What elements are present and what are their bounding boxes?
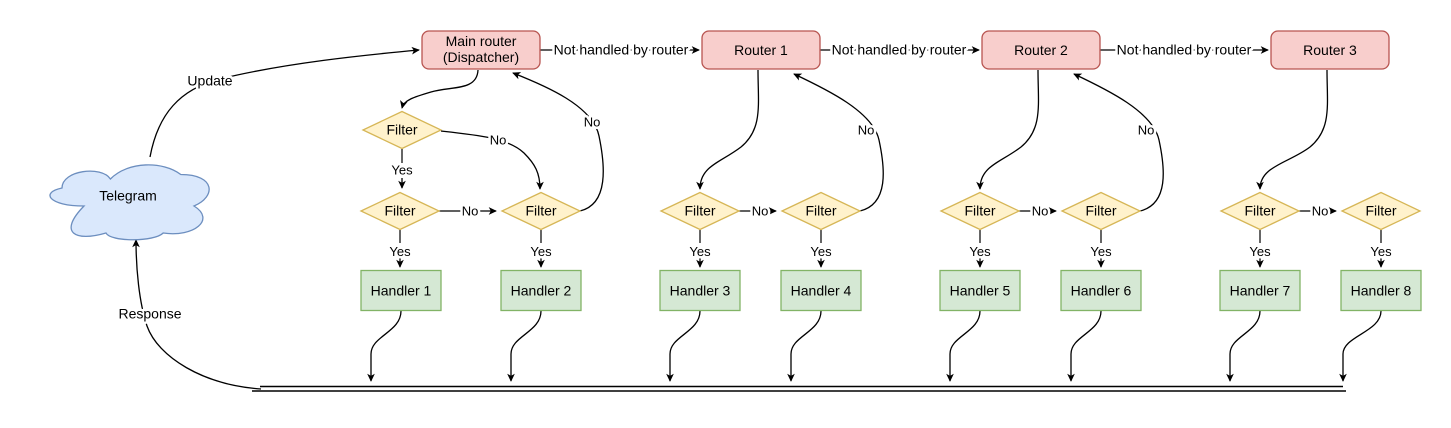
telegram-label: Telegram xyxy=(99,188,157,204)
handler-5-label: Handler 5 xyxy=(950,283,1011,299)
edge-update xyxy=(149,46,420,158)
edge-handler3-to-bus xyxy=(666,310,701,382)
router-3-label: Router 3 xyxy=(1303,42,1357,58)
yes-label: Yes xyxy=(391,163,413,178)
edge-dispatcher-to-filter xyxy=(400,69,479,109)
edge-handler7-to-bus xyxy=(1226,310,1261,382)
edge-return-no-router2 xyxy=(1073,73,1164,212)
node-router-1 xyxy=(701,30,821,70)
filter-label: Filter xyxy=(386,122,417,138)
edge-handler6-to-bus xyxy=(1067,310,1102,382)
not-handled-label-2: Not handled by router xyxy=(832,42,967,58)
router-2-label: Router 2 xyxy=(1014,42,1068,58)
filter-diamond xyxy=(359,191,441,231)
node-handler-8 xyxy=(1340,269,1422,312)
node-handler-2 xyxy=(500,269,582,312)
filter-label: Filter xyxy=(964,203,995,219)
edge-response xyxy=(132,239,262,390)
router-1-label: Router 1 xyxy=(734,42,788,58)
edge-return-no-dispatcher xyxy=(512,72,604,212)
yes-label: Yes xyxy=(810,244,832,259)
node-handler-1 xyxy=(360,269,442,312)
filter-diamond xyxy=(361,110,443,150)
no-label: No xyxy=(1312,204,1329,219)
main-router-label-line1: Main router xyxy=(446,33,517,49)
no-label: No xyxy=(490,133,507,148)
node-router-3 xyxy=(1270,30,1390,70)
edge-handler5-to-bus xyxy=(946,310,981,382)
edge-return-no-router1 xyxy=(793,73,884,212)
filter-diamond xyxy=(939,191,1021,231)
node-main-router xyxy=(421,30,541,70)
yes-label: Yes xyxy=(1090,244,1112,259)
no-label: No xyxy=(752,204,769,219)
filter-label: Filter xyxy=(1365,203,1396,219)
edge-router2-to-filter xyxy=(976,69,1040,190)
yes-label: Yes xyxy=(969,244,991,259)
handler-4-label: Handler 4 xyxy=(791,283,852,299)
edge-handler2-to-bus xyxy=(507,310,542,382)
handler-7-label: Handler 7 xyxy=(1230,283,1291,299)
handler-3-label: Handler 3 xyxy=(670,283,731,299)
telegram-cloud xyxy=(49,164,210,241)
not-handled-label-1: Not handled by router xyxy=(554,42,689,58)
filter-diamond xyxy=(659,191,741,231)
node-handler-4 xyxy=(780,269,862,312)
handler-6-label: Handler 6 xyxy=(1071,283,1132,299)
yes-label: Yes xyxy=(1249,244,1271,259)
update-label: Update xyxy=(187,73,232,89)
filter-label: Filter xyxy=(384,203,415,219)
edge-handler4-to-bus xyxy=(787,310,822,382)
handler-8-label: Handler 8 xyxy=(1351,283,1412,299)
node-router-2 xyxy=(981,30,1101,70)
no-label: No xyxy=(1138,123,1155,138)
not-handled-label-3: Not handled by router xyxy=(1117,42,1252,58)
response-label: Response xyxy=(118,306,181,322)
node-handler-5 xyxy=(939,269,1021,312)
filter-label: Filter xyxy=(525,203,556,219)
yes-label: Yes xyxy=(530,244,552,259)
main-router-label-line2: (Dispatcher) xyxy=(443,49,519,65)
no-label: No xyxy=(1032,204,1049,219)
handler-1-label: Handler 1 xyxy=(371,283,432,299)
yes-label: Yes xyxy=(689,244,711,259)
yes-label: Yes xyxy=(389,244,411,259)
filter-label: Filter xyxy=(684,203,715,219)
filter-diamond xyxy=(500,191,582,231)
edge-router3-to-filter xyxy=(1256,69,1329,190)
filter-diamond xyxy=(1219,191,1301,231)
filter-diamond xyxy=(1060,191,1142,231)
no-label: No xyxy=(584,115,601,130)
filter-label: Filter xyxy=(1244,203,1275,219)
filter-label: Filter xyxy=(805,203,836,219)
filter-label: Filter xyxy=(1085,203,1116,219)
node-handler-3 xyxy=(659,269,741,312)
node-handler-7 xyxy=(1219,269,1301,312)
no-label: No xyxy=(858,123,875,138)
filter-diamond xyxy=(1340,191,1422,231)
edge-handler1-to-bus xyxy=(367,310,402,382)
node-handler-6 xyxy=(1060,269,1142,312)
no-label: No xyxy=(462,204,479,219)
handler-2-label: Handler 2 xyxy=(511,283,572,299)
filter-diamond xyxy=(780,191,862,231)
edge-router1-to-filter xyxy=(696,69,760,190)
edge-handler8-to-bus xyxy=(1339,310,1382,382)
edge-filter-a-no xyxy=(440,130,544,190)
yes-label: Yes xyxy=(1370,244,1392,259)
